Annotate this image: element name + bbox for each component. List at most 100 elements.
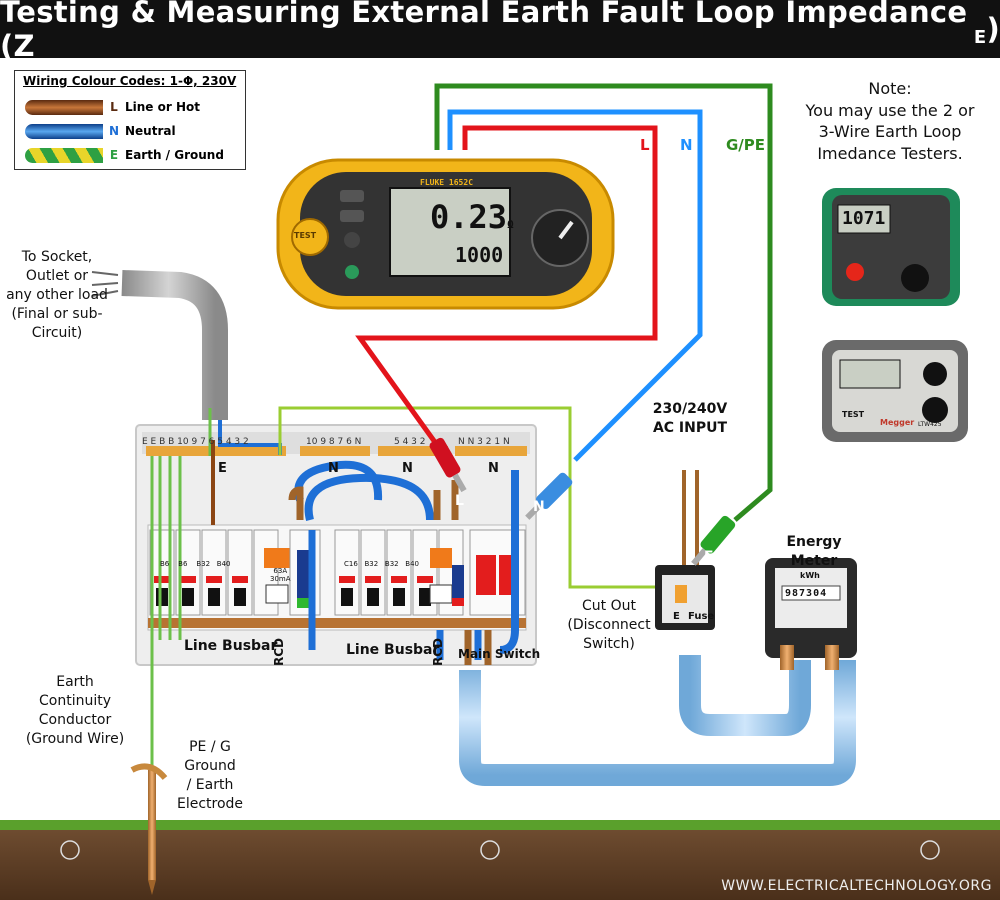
test-lead-line-top: [462, 125, 658, 182]
legend-item-neutral: N Neutral: [25, 121, 176, 141]
rcd-rating-1: 63A 30mA: [270, 567, 291, 583]
lead-label-n: N: [680, 136, 693, 154]
note-line-1: Note:: [868, 79, 912, 98]
main-switch-toggle-a: [476, 555, 496, 595]
test-lead-line: [355, 182, 658, 472]
rcd-label-1: RCD: [272, 637, 286, 666]
socket-line-4: (Final or sub-: [11, 305, 103, 322]
load-cable-wires: [91, 271, 119, 297]
mcb-left-4: B40: [216, 560, 231, 568]
meter-tails-pipe: [459, 660, 856, 786]
note-line-3: 3-Wire Earth Loop: [818, 122, 962, 142]
tester-3-model: LTW425: [918, 421, 942, 428]
probe-label-e: E: [704, 549, 714, 565]
probe-label-n: N: [533, 499, 545, 515]
cut-out-line-3: Switch): [583, 635, 635, 652]
legend-cable-green-yellow: [25, 147, 103, 163]
terminal-row-mid2: 5 4 3 2: [394, 437, 426, 447]
legend-heading: Wiring Colour Codes: 1-Φ, 230V: [23, 74, 237, 88]
rcd-test-2: [429, 584, 453, 604]
note-text: Note: You may use the 2 or 3-Wire Earth …: [790, 78, 990, 164]
mcb-right-2: B32: [364, 560, 379, 568]
tester-2: [822, 188, 960, 306]
internal-line-1: [288, 486, 304, 520]
ac-input-line-2: AC INPUT: [652, 419, 728, 436]
socket-label: To Socket, Outlet or any other load (Fin…: [2, 248, 112, 342]
rcd-rating-1-a: 63A: [273, 567, 288, 575]
earth-conductor-line-4: (Ground Wire): [25, 730, 125, 747]
legend-symbol-l: L: [110, 100, 118, 114]
energy-meter-unit: kWh: [800, 571, 820, 580]
legend-cable-brown: [25, 99, 103, 115]
electrode-line-2: Ground: [184, 757, 236, 774]
tester-lcd: [389, 187, 511, 277]
test-lead-earth: [434, 83, 773, 522]
probe-earth: [691, 515, 736, 566]
title-bar: Testing & Measuring External Earth Fault…: [0, 0, 1000, 63]
tester-test-button: [291, 218, 329, 256]
note-line-2: You may use the 2 or: [805, 100, 975, 120]
earth-conductor-line-1: Earth: [56, 674, 94, 690]
electrode-label: PE / G Ground / Earth Electrode: [162, 738, 258, 814]
board-e-label: E: [218, 461, 227, 476]
test-lead-neutral: [573, 160, 703, 462]
internal-line-2: [433, 480, 459, 520]
rcd-toggle-2: [452, 565, 464, 605]
main-earth-strap: [278, 406, 680, 589]
cut-out-fuse: [675, 585, 687, 603]
soil: [0, 830, 1000, 900]
fluke-tester: [276, 158, 615, 310]
legend-label-neutral: Neutral: [125, 124, 176, 138]
internal-neutral-4: [308, 530, 482, 660]
terminal-row-mid: 10 9 8 7 6 N: [306, 437, 362, 447]
supply-pipe: [679, 655, 811, 736]
rcd-test-1: [265, 584, 289, 604]
ac-input-line-1: 230/240V: [652, 401, 728, 417]
legend-item-line: L Line or Hot: [25, 97, 200, 117]
title-subscript: E: [973, 26, 987, 48]
lead-label-gpe: G/PE: [726, 136, 766, 154]
tester-brand: FLUKE 1652C: [420, 178, 473, 189]
tester-reading-unit: Ω: [507, 218, 514, 231]
tester-2-reading: 1071: [842, 208, 886, 229]
terminal-blocks: [146, 446, 527, 456]
electrode-line-1: PE / G: [189, 739, 231, 755]
mcb-off-tags-right: [339, 576, 433, 583]
earth-conductor-line-2: Continuity: [38, 692, 111, 709]
website-footer: WWW.ELECTRICALTECHNOLOGY.ORG: [721, 878, 992, 894]
electrode-line-3: / Earth: [186, 776, 234, 793]
title-close: ): [986, 12, 1000, 46]
internal-line-3: [464, 630, 492, 665]
tester-reading: 0.23Ω: [430, 196, 514, 239]
tester-3-brand: Megger: [880, 418, 915, 427]
tester-secondary: 1000: [455, 243, 504, 267]
mcb-right-1: C16: [344, 560, 358, 568]
legend-symbol-n: N: [108, 124, 120, 138]
grass-strip: [0, 820, 1000, 830]
test-lead-neutral-top: [447, 109, 703, 160]
tester-3-button: TEST: [842, 410, 865, 419]
electrode-line-4: Electrode: [176, 795, 244, 812]
socket-line-2: Outlet or: [25, 267, 89, 284]
mcb-left-2: B6: [178, 560, 188, 568]
cut-out-label: Cut Out (Disconnect Switch): [564, 597, 654, 654]
cut-out-e: E: [673, 611, 680, 622]
terminal-row-right: N N 3 2 1 N: [458, 437, 510, 447]
wiring-colour-legend: Wiring Colour Codes: 1-Φ, 230V L Line or…: [14, 70, 246, 170]
rcd-label-2: RCD: [431, 637, 445, 666]
board-n-label-3: N: [488, 461, 499, 476]
mcb-right-3: B32: [384, 560, 399, 568]
socket-line-1: To Socket,: [21, 249, 93, 265]
bulb-icons: [60, 840, 940, 860]
mcb-left-1: B6: [160, 560, 170, 568]
board-n-label-1: N: [328, 461, 339, 476]
cut-out-line-1: Cut Out: [582, 598, 636, 614]
tester-test-label: TEST: [294, 231, 317, 240]
rcd-toggle-1: [297, 550, 311, 600]
tester-3: [822, 340, 968, 442]
probe-line: [429, 437, 467, 493]
line-busbar-label-2: Line Busbar: [346, 642, 440, 658]
rcd-rating-1-b: 30mA: [270, 574, 291, 583]
mcb-labels-right: C16 B32 B32 B40: [344, 560, 419, 569]
